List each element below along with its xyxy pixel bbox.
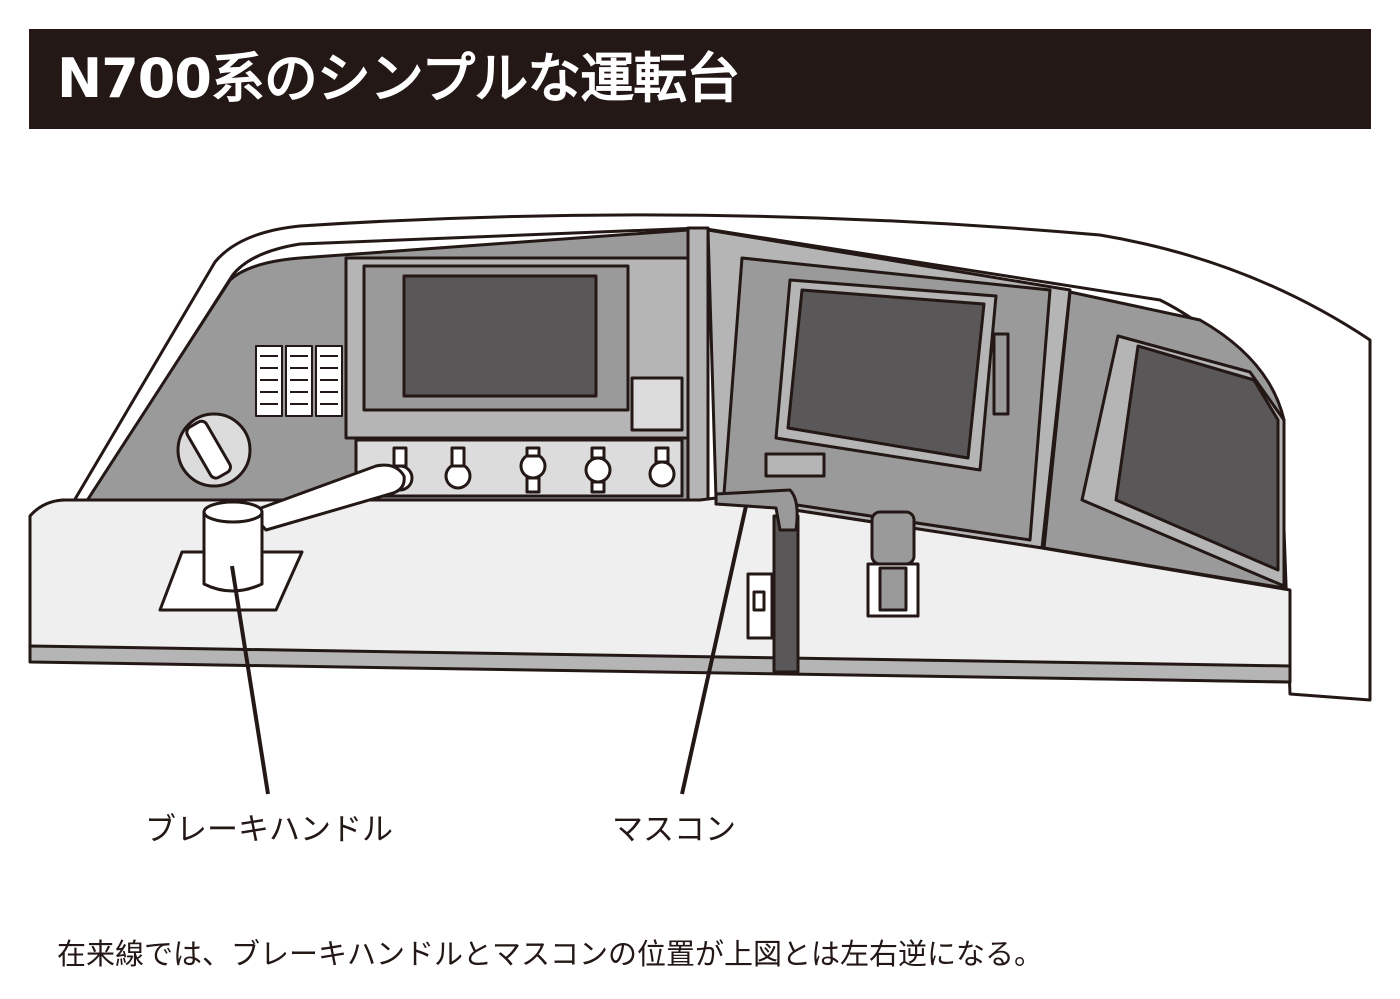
brake-handle-arm: [248, 463, 406, 532]
small-panel: [630, 376, 684, 432]
console-small-rect: [764, 452, 826, 478]
mascon-column: [772, 514, 800, 674]
far-right-screen: [1114, 344, 1280, 572]
mascon-callout-line: [680, 505, 748, 795]
desk-surface: [28, 496, 1292, 684]
reverser-grip: [870, 510, 916, 566]
mascon-grip: [714, 488, 799, 532]
brake-handle-label: ブレーキハンドル: [145, 812, 393, 848]
page-title: N700系のシンプルな運転台: [57, 47, 740, 110]
console-side-slot: [992, 332, 1010, 416]
caption: 在来線では、ブレーキハンドルとマスコンの位置が上図とは左右逆になる。: [57, 937, 1044, 971]
brake-handle-top: [202, 500, 264, 524]
desk-edge: [28, 644, 1292, 684]
divider-pillar: [686, 226, 710, 502]
mascon-label: マスコン: [612, 812, 736, 848]
brake-callout-line: [230, 565, 270, 795]
main-monitor-screen: [402, 274, 598, 398]
console-monitor-screen: [786, 288, 986, 460]
title-bar: N700系のシンプルな運転台: [29, 29, 1371, 129]
cab-shell: [56, 213, 1372, 702]
